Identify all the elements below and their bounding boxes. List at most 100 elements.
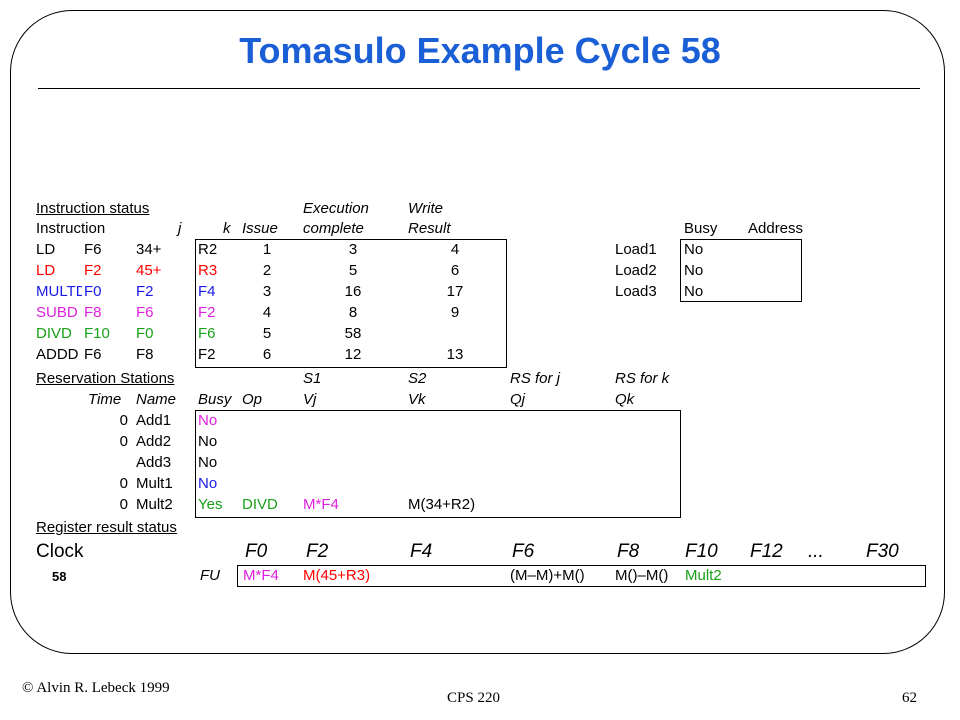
clock-value: 58 — [52, 569, 67, 584]
instr-k: F6 — [198, 325, 216, 342]
execution-header: Execution — [303, 200, 369, 217]
instr-complete: 12 — [344, 346, 362, 363]
slide-title: Tomasulo Example Cycle 58 — [239, 30, 721, 71]
instr-k: R2 — [198, 241, 218, 258]
instr-k: F4 — [198, 283, 216, 300]
result-header: Result — [408, 220, 451, 237]
instruction-header: Instruction — [36, 220, 106, 237]
instr-result: 4 — [450, 241, 460, 258]
instr-complete: 3 — [348, 241, 358, 258]
instr-dest: F8 — [84, 304, 102, 321]
instr-op: ADDD — [36, 346, 79, 363]
qj-header: Qj — [510, 391, 525, 408]
rs-op: DIVD — [242, 496, 278, 513]
footer-course: CPS 220 — [447, 690, 500, 706]
instr-issue: 4 — [262, 304, 272, 321]
instr-complete: 5 — [348, 262, 358, 279]
load-name: Load2 — [615, 262, 657, 279]
register-status-label: Register result status — [36, 519, 177, 536]
reg-header: F6 — [512, 541, 535, 562]
rs-time: 0 — [119, 475, 128, 492]
load-busy: No — [684, 241, 704, 258]
rs-busy: No — [198, 412, 218, 429]
rs-time: 0 — [119, 412, 128, 429]
load-busy-header: Busy — [684, 220, 718, 237]
load-name: Load1 — [615, 241, 657, 258]
rsj-header: RS for j — [510, 370, 561, 387]
complete-header: complete — [303, 220, 364, 237]
instr-issue: 1 — [262, 241, 272, 258]
rs-name: Add2 — [136, 433, 172, 450]
reg-header: F2 — [306, 541, 329, 562]
instr-j: F0 — [136, 325, 154, 342]
instr-result: 17 — [446, 283, 464, 300]
rs-name: Add1 — [136, 412, 172, 429]
reservation-stations-label: Reservation Stations — [36, 370, 175, 387]
instr-result: 6 — [450, 262, 460, 279]
instr-issue: 2 — [262, 262, 272, 279]
time-header: Time — [88, 391, 122, 408]
rs-busy: Yes — [198, 496, 223, 513]
rs-time: 0 — [119, 433, 128, 450]
reservation-stations-box — [195, 410, 681, 518]
reg-header: F0 — [245, 541, 268, 562]
instr-op: MULTD — [36, 283, 82, 300]
rs-name: Mult2 — [136, 496, 173, 513]
vk-header: Vk — [408, 391, 426, 408]
title-divider — [38, 88, 920, 89]
instr-op: LD — [36, 262, 56, 279]
instr-complete: 16 — [344, 283, 362, 300]
instr-issue: 5 — [262, 325, 272, 342]
busy-header: Busy — [198, 391, 232, 408]
load-busy: No — [684, 283, 704, 300]
qk-header: Qk — [615, 391, 635, 408]
instr-j: 34+ — [136, 241, 162, 258]
fu-value: (M–M)+M() — [510, 567, 585, 584]
slide-frame — [10, 10, 945, 654]
reg-header: ... — [808, 541, 824, 562]
load-name: Load3 — [615, 283, 657, 300]
rs-name: Add3 — [136, 454, 172, 471]
clock-label: Clock — [36, 541, 84, 562]
k-header: k — [223, 220, 231, 237]
instr-result: 13 — [446, 346, 464, 363]
fu-value: M(45+R3) — [303, 567, 371, 584]
rs-busy: No — [198, 475, 218, 492]
rs-time: 0 — [119, 496, 128, 513]
issue-header: Issue — [242, 220, 278, 237]
fu-value: Mult2 — [685, 567, 722, 584]
instr-complete: 8 — [348, 304, 358, 321]
fu-value: M()–M() — [615, 567, 669, 584]
instr-result: 9 — [450, 304, 460, 321]
register-status-box — [237, 565, 926, 587]
load-busy: No — [684, 262, 704, 279]
instr-k: F2 — [198, 346, 216, 363]
footer-copyright: © Alvin R. Lebeck 1999 — [22, 680, 170, 696]
instr-dest: F6 — [84, 241, 102, 258]
reg-header: F10 — [685, 541, 718, 562]
instr-issue: 6 — [262, 346, 272, 363]
instruction-status-box — [195, 239, 507, 368]
instr-j: F2 — [136, 283, 154, 300]
instr-k: F2 — [198, 304, 216, 321]
reg-header: F30 — [866, 541, 899, 562]
name-header: Name — [136, 391, 177, 408]
reg-header: F8 — [617, 541, 640, 562]
reg-header: F12 — [750, 541, 783, 562]
instr-issue: 3 — [262, 283, 272, 300]
instr-j: F6 — [136, 304, 154, 321]
instr-dest: F2 — [84, 262, 102, 279]
instr-op: SUBD — [36, 304, 78, 321]
s1-header: S1 — [303, 370, 322, 387]
s2-header: S2 — [408, 370, 427, 387]
write-header: Write — [408, 200, 443, 217]
j-header: j — [178, 220, 182, 237]
rs-busy: No — [198, 433, 218, 450]
load-buffers-box — [680, 239, 802, 302]
instr-op: DIVD — [36, 325, 72, 342]
rs-vk: M(34+R2) — [408, 496, 476, 513]
fu-label: FU — [200, 567, 220, 584]
rs-busy: No — [198, 454, 218, 471]
op-header: Op — [242, 391, 263, 408]
instr-dest: F6 — [84, 346, 102, 363]
